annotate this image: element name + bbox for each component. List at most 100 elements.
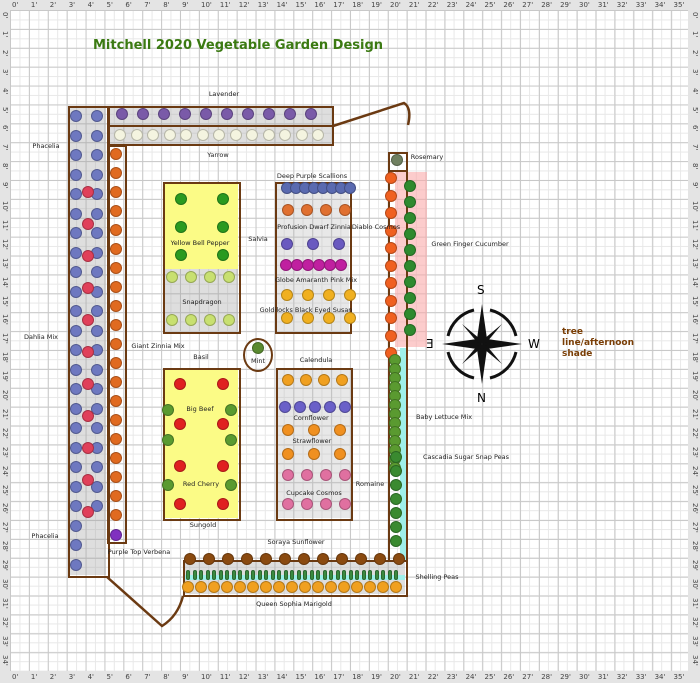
phacelia-plant-icon[interactable] — [91, 480, 103, 493]
shelling-pea-plant-icon[interactable] — [212, 570, 216, 580]
diablo-cosmos-plant-icon[interactable] — [385, 259, 397, 272]
cucumber-plant-icon[interactable] — [404, 180, 416, 192]
cupcake-cosmos-plant-icon[interactable] — [339, 498, 351, 510]
yarrow-plant-icon[interactable] — [213, 129, 225, 141]
sunflower-plant-icon[interactable] — [279, 553, 291, 565]
mint-pot[interactable] — [243, 338, 273, 372]
phacelia-plant-icon[interactable] — [70, 188, 82, 200]
cucumber-plant-icon[interactable] — [404, 260, 416, 272]
dahlia-plant-icon[interactable] — [82, 346, 94, 358]
phacelia-plant-icon[interactable] — [91, 168, 103, 181]
black-eyed-susan-plant-icon[interactable] — [323, 289, 335, 301]
red-cherry-plant-icon[interactable] — [217, 498, 229, 510]
cupcake-cosmos-plant-icon[interactable] — [339, 469, 351, 481]
lavender-plant-icon[interactable] — [263, 108, 275, 120]
basil-plant-icon[interactable] — [162, 479, 174, 491]
phacelia-plant-icon[interactable] — [70, 149, 82, 161]
purple-verbena-plant-icon[interactable] — [110, 529, 122, 541]
giant-zinnia-plant-icon[interactable] — [110, 471, 122, 483]
yarrow-plant-icon[interactable] — [114, 129, 126, 141]
giant-zinnia-plant-icon[interactable] — [110, 433, 122, 445]
phacelia-plant-icon[interactable] — [70, 519, 82, 532]
shelling-pea-plant-icon[interactable] — [348, 570, 353, 580]
romaine-plant-icon[interactable] — [390, 479, 402, 491]
giant-zinnia-plant-icon[interactable] — [110, 509, 122, 521]
yarrow-plant-icon[interactable] — [246, 129, 258, 141]
phacelia-plant-icon[interactable] — [91, 402, 103, 415]
bell-pepper-plant-icon[interactable] — [217, 221, 229, 233]
basil-plant-icon[interactable] — [162, 404, 174, 416]
sunflower-plant-icon[interactable] — [393, 553, 405, 565]
phacelia-plant-icon[interactable] — [91, 266, 103, 278]
giant-zinnia-plant-icon[interactable] — [110, 281, 122, 293]
romaine-plant-icon[interactable] — [390, 465, 402, 477]
strawflower-plant-icon[interactable] — [282, 424, 294, 436]
sunflower-plant-icon[interactable] — [355, 553, 367, 565]
cucumber-plant-icon[interactable] — [404, 292, 416, 304]
shelling-pea-plant-icon[interactable] — [355, 570, 359, 580]
giant-zinnia-plant-icon[interactable] — [110, 376, 122, 388]
shelling-pea-plant-icon[interactable] — [257, 570, 262, 580]
calendula-plant-icon[interactable] — [300, 374, 312, 386]
lavender-plant-icon[interactable] — [158, 108, 170, 120]
strawflower-plant-icon[interactable] — [308, 448, 320, 460]
globe-amaranth-plant-icon[interactable] — [335, 259, 347, 271]
dahlia-plant-icon[interactable] — [82, 410, 94, 422]
diablo-cosmos-plant-icon[interactable] — [385, 312, 397, 324]
yarrow-plant-icon[interactable] — [312, 129, 324, 141]
sunflower-plant-icon[interactable] — [374, 553, 386, 565]
profusion-zinnia-plant-icon[interactable] — [320, 204, 332, 216]
calendula-bed[interactable] — [276, 368, 353, 521]
sunflower-plant-icon[interactable] — [317, 553, 329, 565]
marigold-plant-icon[interactable] — [325, 581, 337, 593]
bottom-bed[interactable] — [183, 560, 408, 597]
yarrow-plant-icon[interactable] — [180, 129, 192, 141]
phacelia-plant-icon[interactable] — [70, 558, 82, 571]
diablo-cosmos-plant-icon[interactable] — [385, 242, 397, 254]
giant-zinnia-plant-icon[interactable] — [110, 395, 122, 407]
cornflower-plant-icon[interactable] — [294, 401, 306, 413]
snapdragon-plant-icon[interactable] — [185, 271, 197, 283]
lavender-plant-icon[interactable] — [137, 108, 149, 120]
giant-zinnia-plant-icon[interactable] — [110, 490, 122, 502]
cornflower-plant-icon[interactable] — [339, 401, 351, 413]
shelling-pea-plant-icon[interactable] — [264, 570, 268, 580]
snapdragon-plant-icon[interactable] — [185, 314, 197, 326]
phacelia-plant-icon[interactable] — [91, 129, 103, 142]
dahlia-plant-icon[interactable] — [82, 282, 94, 294]
giant-zinnia-plant-icon[interactable] — [110, 300, 122, 312]
yarrow-plant-icon[interactable] — [279, 129, 291, 141]
phacelia-plant-icon[interactable] — [91, 324, 103, 337]
big-beef-plant-icon[interactable] — [174, 418, 186, 430]
diablo-cosmos-plant-icon[interactable] — [385, 224, 397, 237]
black-eyed-susan-plant-icon[interactable] — [302, 289, 314, 301]
shelling-pea-plant-icon[interactable] — [244, 570, 249, 580]
strawflower-plant-icon[interactable] — [334, 448, 346, 460]
phacelia-plant-icon[interactable] — [70, 324, 82, 337]
marigold-plant-icon[interactable] — [390, 581, 402, 593]
sunflower-plant-icon[interactable] — [298, 553, 310, 565]
phacelia-plant-icon[interactable] — [91, 305, 103, 317]
basil-plant-icon[interactable] — [225, 404, 237, 416]
phacelia-plant-icon[interactable] — [70, 227, 82, 239]
red-cherry-plant-icon[interactable] — [174, 498, 186, 510]
marigold-plant-icon[interactable] — [221, 581, 233, 593]
phacelia-plant-icon[interactable] — [70, 344, 82, 356]
shelling-pea-plant-icon[interactable] — [381, 570, 385, 580]
phacelia-plant-icon[interactable] — [70, 285, 82, 298]
phacelia-plant-icon[interactable] — [91, 461, 103, 473]
diablo-cosmos-plant-icon[interactable] — [385, 277, 397, 289]
profusion-zinnia-plant-icon[interactable] — [301, 204, 313, 216]
left-bed[interactable] — [68, 106, 110, 578]
giant-zinnia-plant-icon[interactable] — [110, 338, 122, 350]
cornflower-plant-icon[interactable] — [309, 401, 321, 413]
shelling-pea-plant-icon[interactable] — [283, 570, 288, 580]
giant-zinnia-plant-icon[interactable] — [110, 262, 122, 274]
shelling-pea-plant-icon[interactable] — [251, 570, 255, 580]
bell-pepper-plant-icon[interactable] — [217, 249, 229, 261]
shelling-pea-plant-icon[interactable] — [270, 570, 275, 580]
calendula-plant-icon[interactable] — [282, 374, 294, 386]
snapdragon-plant-icon[interactable] — [204, 271, 216, 283]
cupcake-cosmos-plant-icon[interactable] — [282, 469, 294, 481]
cornflower-plant-icon[interactable] — [324, 401, 336, 413]
